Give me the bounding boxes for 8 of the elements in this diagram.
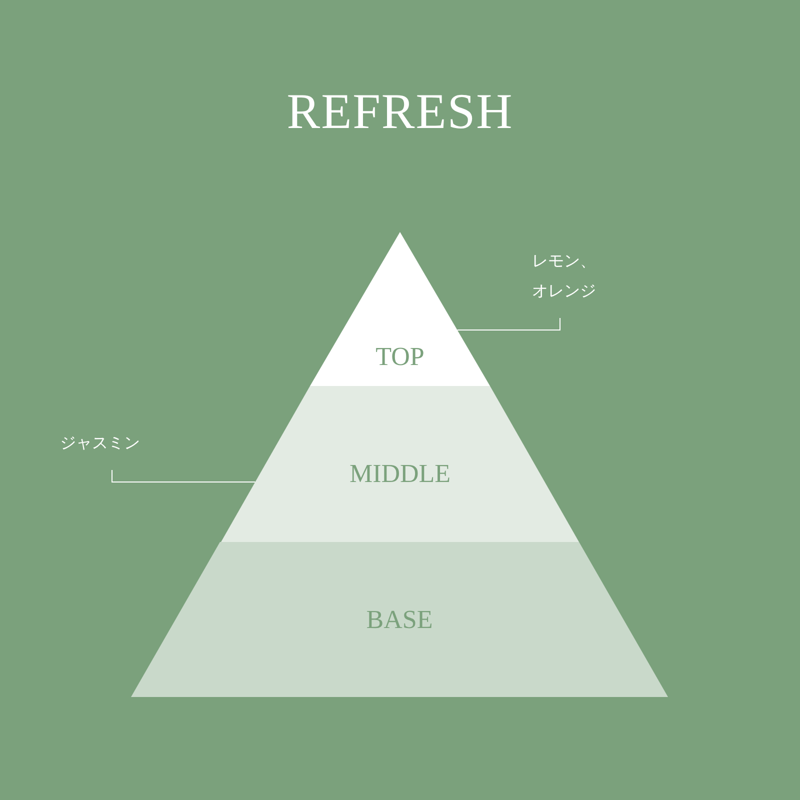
leader-line	[456, 318, 560, 330]
tier-label: BASE	[366, 604, 433, 634]
title: REFRESH	[286, 82, 514, 140]
tier-label: TOP	[376, 342, 424, 372]
note-label: ジャスミン	[60, 428, 180, 458]
leader-line	[112, 470, 256, 482]
note-label: レモン、オレンジ	[532, 246, 600, 306]
tier-label: MIDDLE	[349, 459, 451, 489]
